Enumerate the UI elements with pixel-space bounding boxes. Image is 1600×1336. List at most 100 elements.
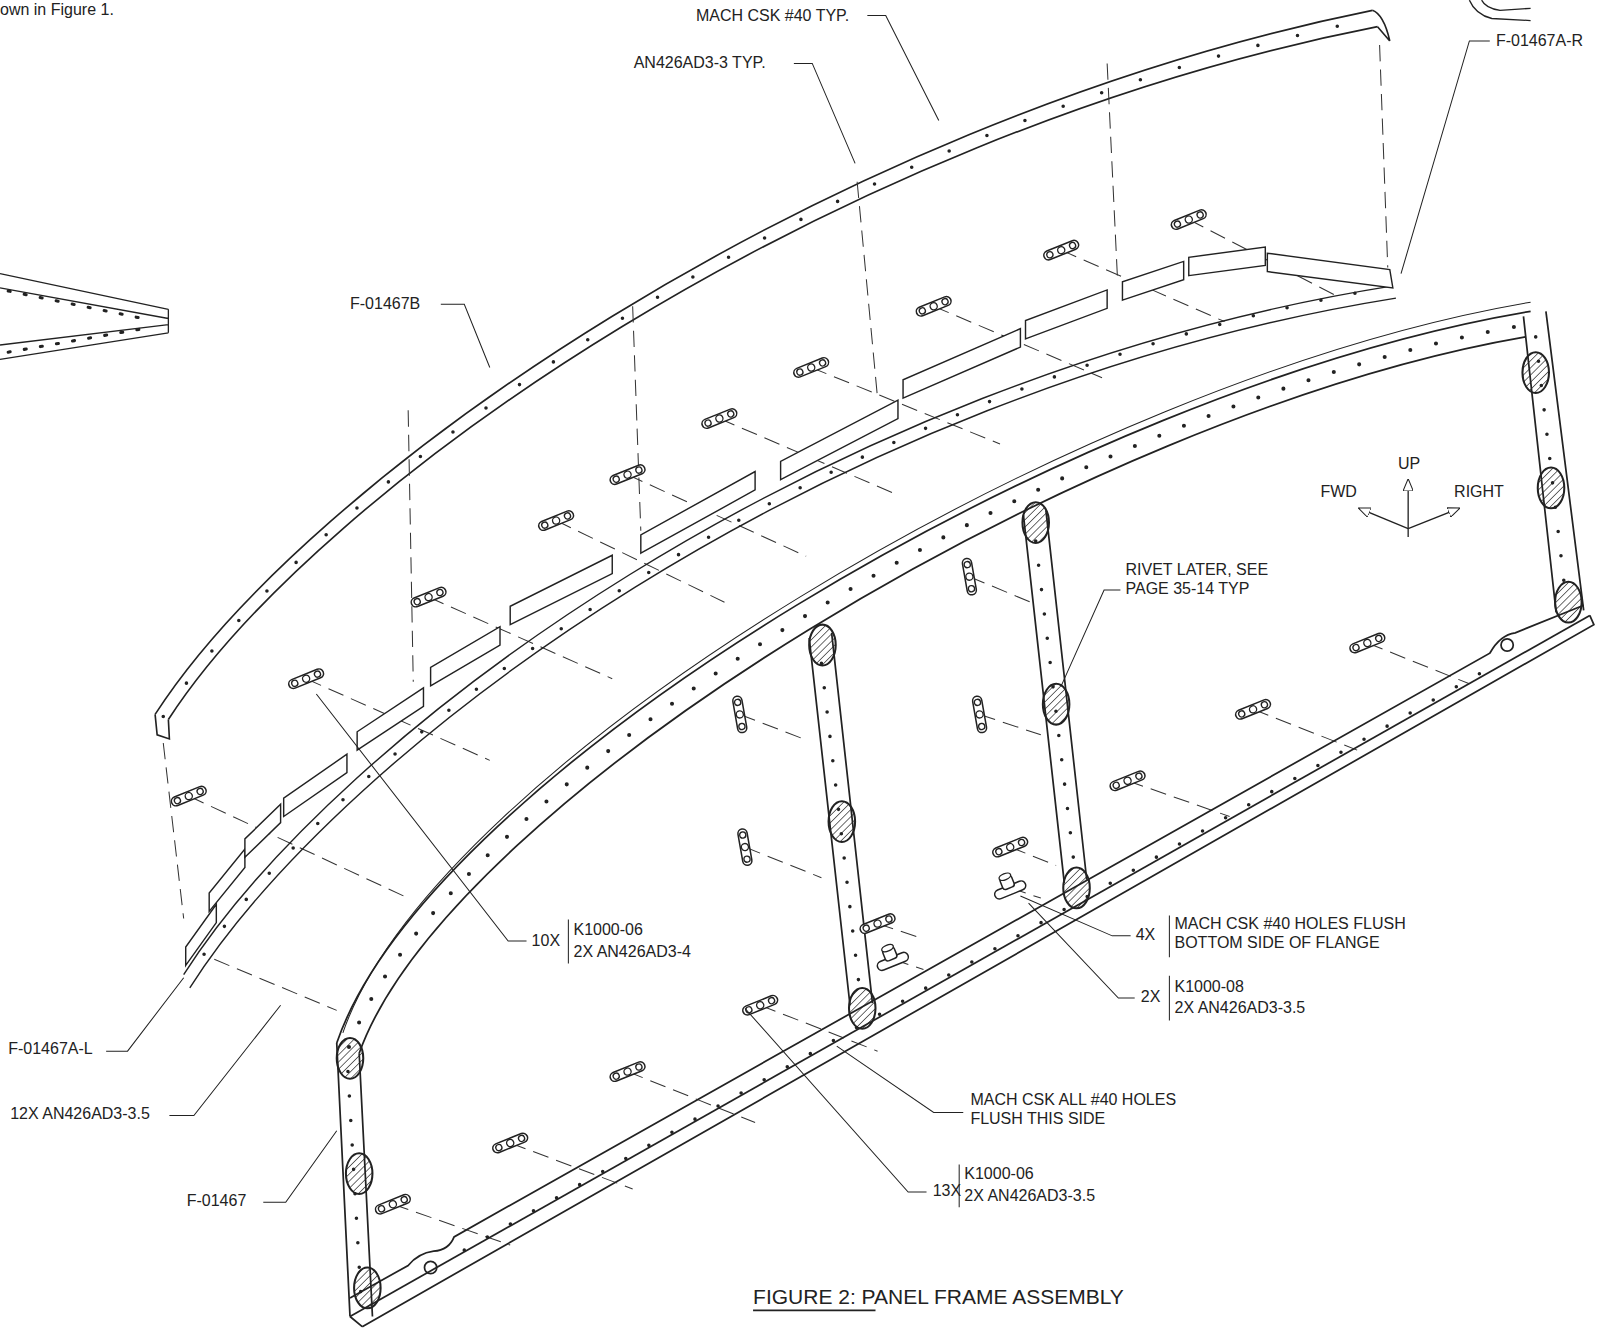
fragments	[0, 0, 1531, 359]
leader	[867, 15, 938, 120]
callout-label: F-01467B	[350, 294, 420, 313]
hatch-mark	[849, 988, 876, 1029]
rail-flange	[350, 615, 1594, 1326]
strip-tip	[1372, 10, 1389, 41]
clip-row-edge	[184, 286, 1393, 975]
rail-edge	[350, 615, 1590, 1316]
hatched-rivets	[337, 352, 1582, 1308]
leader	[316, 694, 526, 941]
axis-stem	[1407, 529, 1408, 537]
callout-label: FWD	[1320, 482, 1356, 501]
leader	[106, 978, 184, 1051]
post	[809, 633, 872, 1005]
hatch-mark	[809, 625, 836, 666]
hatch-mark	[1022, 502, 1049, 543]
rail-edge	[350, 605, 1584, 1298]
top-strip	[155, 10, 1390, 739]
callout-label: F-01467	[187, 1191, 247, 1210]
clip	[781, 400, 898, 480]
hatch-mark	[1538, 467, 1565, 508]
callout-label: 13X	[933, 1181, 961, 1200]
dash-strip	[189, 220, 1337, 899]
clip	[903, 329, 1020, 398]
callout-label: F-01467A-R	[1496, 31, 1583, 50]
clip	[431, 627, 500, 686]
clip	[510, 555, 612, 624]
arch-edge	[359, 337, 1525, 1053]
post	[1023, 510, 1086, 882]
leader	[1020, 896, 1130, 936]
leader-lines	[106, 15, 1490, 1310]
rail-holes	[464, 674, 1479, 1251]
callout-label: K1000-06	[574, 920, 643, 939]
callout-label: K1000-06	[964, 1164, 1033, 1183]
callout-bar	[568, 915, 1169, 1207]
clip	[641, 472, 755, 554]
hatch-mark	[1555, 582, 1582, 623]
axis-arrow	[1408, 508, 1459, 528]
axis-arrow	[1359, 508, 1408, 528]
hatch-mark	[1043, 684, 1070, 725]
dashed-lines	[163, 45, 1469, 1245]
leader	[745, 1008, 927, 1192]
arch-edge	[337, 311, 1531, 1043]
hatch-mark	[1522, 352, 1549, 393]
clip	[357, 688, 423, 750]
strip-edge	[168, 27, 1377, 720]
figure-caption: FIGURE 2: PANEL FRAME ASSEMBLY	[753, 1284, 1124, 1309]
nutplates	[170, 208, 1386, 1215]
callout-label: 4X	[1136, 925, 1156, 944]
callout-label: MACH CSK #40 HOLES FLUSH BOTTOM SIDE OF …	[1175, 914, 1461, 952]
strip-edge	[155, 10, 1372, 714]
post-holes	[348, 337, 1566, 1301]
fragment-left	[0, 274, 168, 360]
fragment-right	[1469, 0, 1530, 20]
callout-label: RIGHT	[1454, 482, 1504, 501]
clips	[184, 247, 1396, 988]
leader	[837, 1046, 964, 1112]
callout-label: MACH CSK ALL #40 HOLES FLUSH THIS SIDE	[970, 1090, 1189, 1128]
leader	[169, 1005, 280, 1115]
arch-holes	[349, 325, 1528, 1047]
callout-label: 12X AN426AD3-3.5	[10, 1104, 150, 1123]
callout-label: 2X	[1141, 987, 1161, 1006]
callout-label: 2X AN426AD3-3.5	[1175, 998, 1306, 1017]
callout-label: RIVET LATER, SEE PAGE 35-14 TYP	[1126, 560, 1275, 598]
callout-label: 10X	[532, 931, 560, 950]
leader	[1029, 903, 1135, 998]
hatch-mark	[1063, 867, 1090, 908]
strip-tab	[155, 714, 169, 738]
rail-hole	[1501, 639, 1513, 651]
callout-label: 2X AN426AD3-4	[574, 942, 691, 961]
clip	[209, 849, 245, 911]
fragment-holes	[8, 291, 143, 352]
rail-hole	[424, 1261, 436, 1273]
clip	[1026, 290, 1108, 339]
axis-arrow	[1407, 480, 1408, 529]
hatch-mark	[346, 1153, 373, 1194]
caption-underline	[753, 1310, 875, 1312]
leader	[441, 304, 490, 367]
callout-label: AN426AD3-3 TYP.	[634, 53, 766, 72]
leader	[1061, 590, 1120, 686]
callout-label: K1000-08	[1175, 977, 1244, 996]
clip-row-edge	[190, 298, 1396, 988]
clip-holes	[204, 291, 1367, 954]
arch-flange	[343, 302, 1531, 1033]
callout-label: MACH CSK #40 TYP.	[696, 6, 849, 25]
strip-holes	[163, 19, 1374, 717]
main-frame	[337, 302, 1594, 1326]
leader	[1401, 41, 1490, 274]
callout-label: 2X AN426AD3-3.5	[964, 1186, 1095, 1205]
clip	[186, 904, 217, 965]
dash-frame	[214, 577, 1469, 1245]
leader	[263, 1131, 336, 1202]
clip	[1267, 253, 1393, 288]
callout-label: UP	[1398, 454, 1420, 473]
leader	[794, 63, 855, 163]
clip	[1122, 261, 1183, 300]
hatch-mark	[829, 801, 856, 842]
hatch-mark	[337, 1038, 364, 1079]
clip	[284, 754, 347, 816]
